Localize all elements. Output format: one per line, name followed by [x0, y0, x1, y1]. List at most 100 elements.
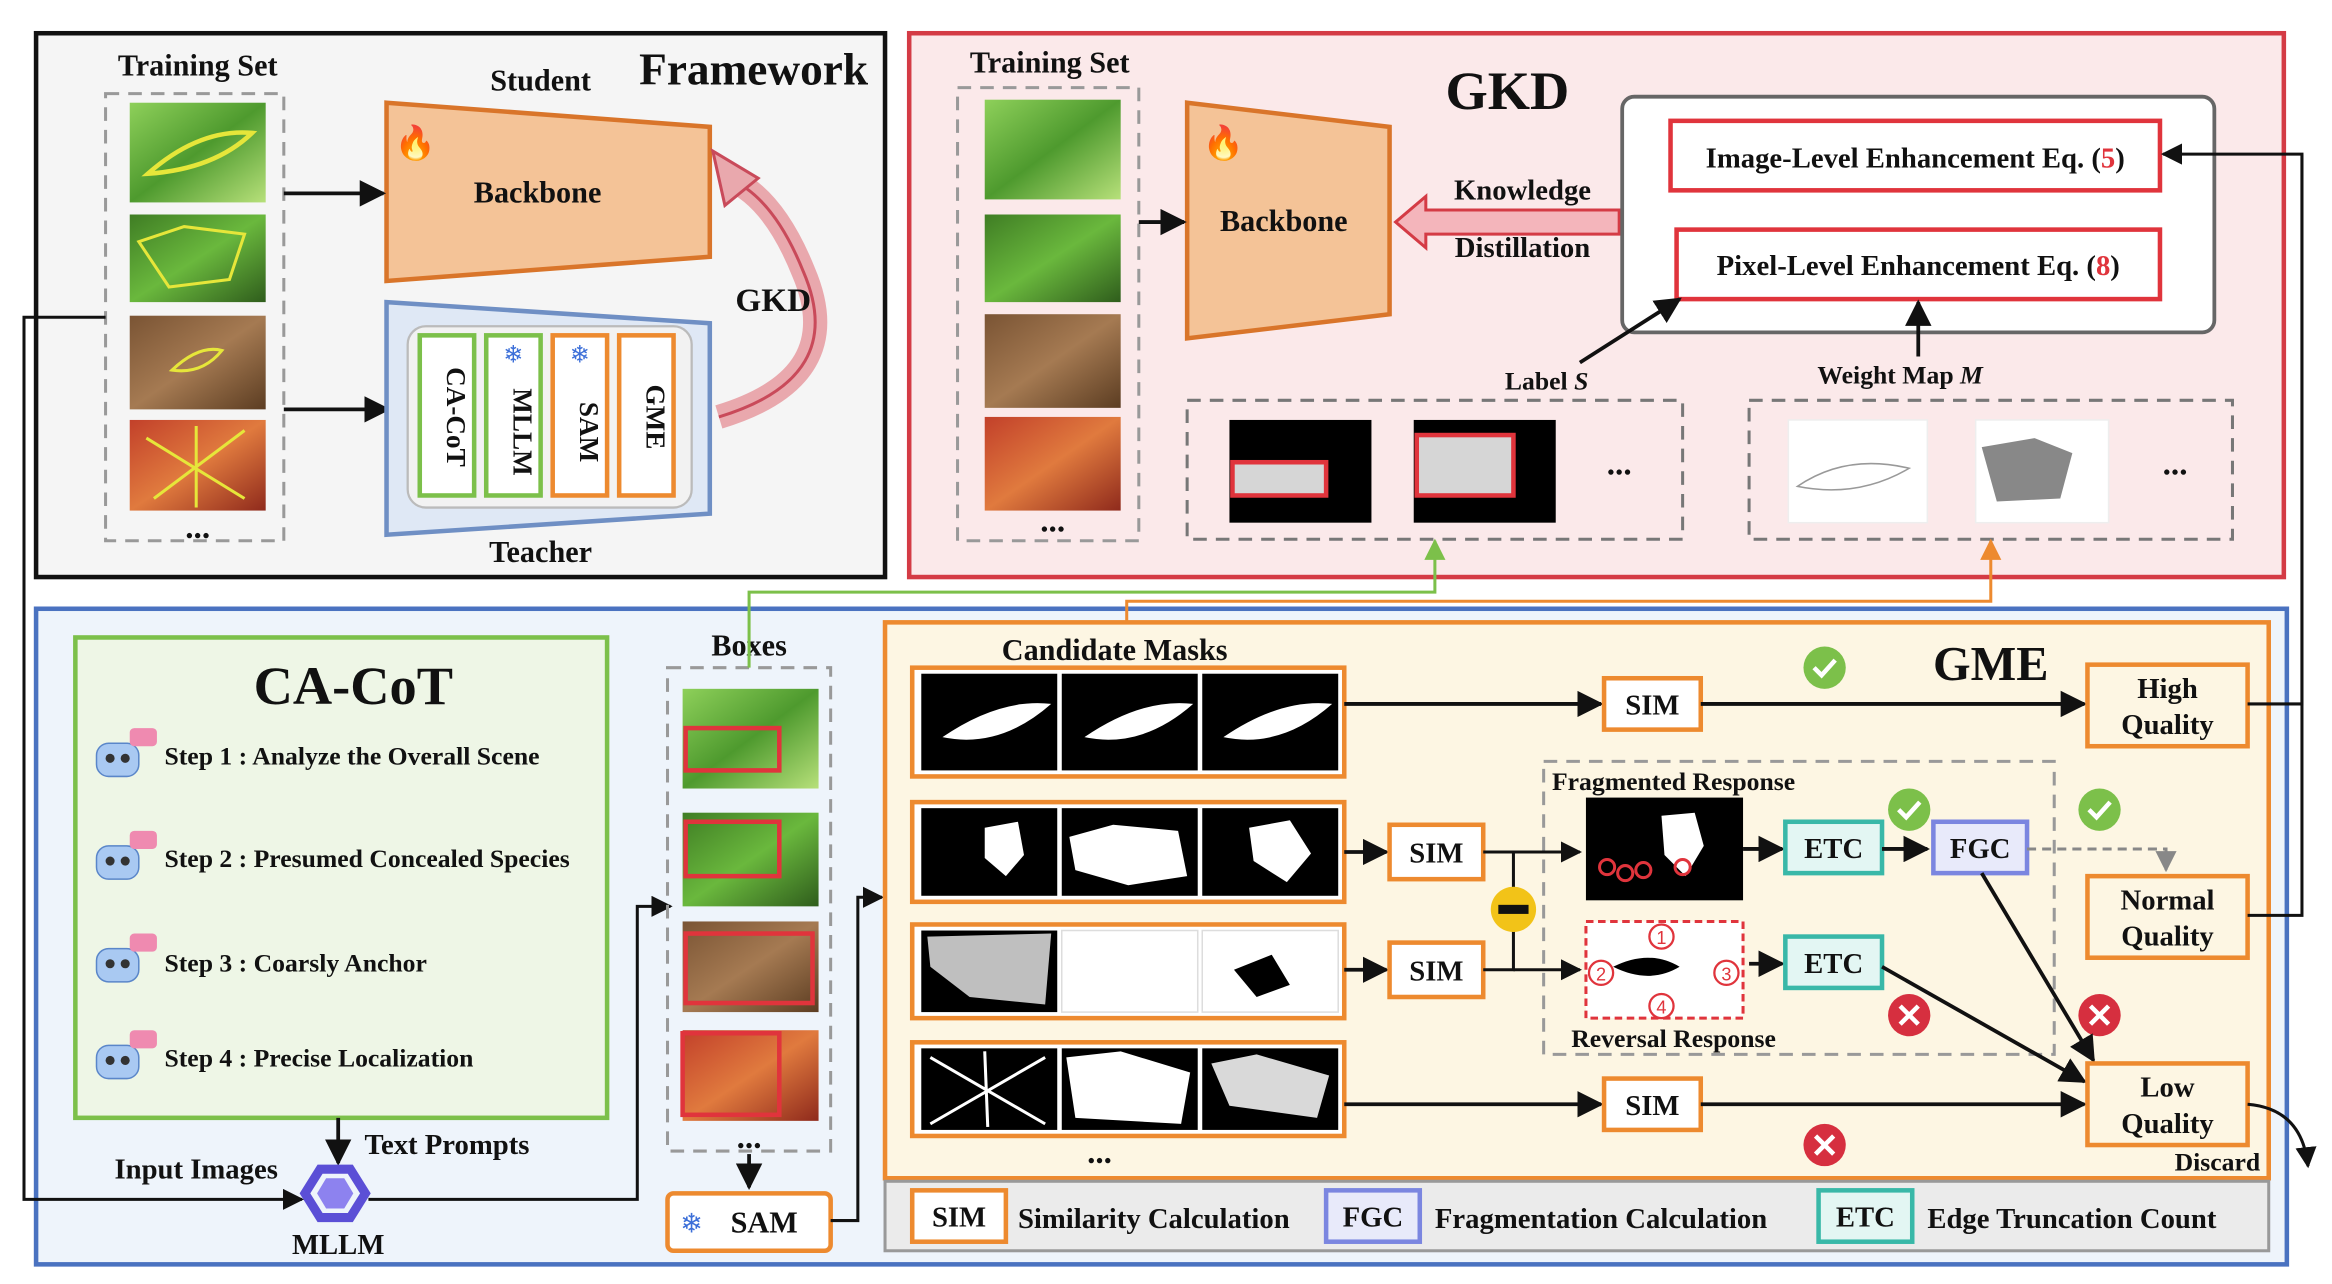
svg-text:Quality: Quality — [2121, 1108, 2214, 1140]
robot-icon — [95, 933, 157, 983]
svg-text:...: ... — [1087, 1134, 1112, 1171]
framework-panel: Framework Training Set ... Student 🔥 Bac… — [33, 30, 888, 580]
legend-etc-desc: Edge Truncation Count — [1927, 1203, 2217, 1235]
snowflake-icon: ❄ — [570, 342, 590, 369]
cacot-step-2: Step 2 : Presumed Concealed Species — [164, 844, 569, 873]
svg-text:Low: Low — [2140, 1072, 2194, 1104]
reversal-response-label: Reversal Response — [1571, 1024, 1776, 1053]
svg-text:Quality: Quality — [2121, 709, 2214, 741]
svg-text:High: High — [2137, 673, 2198, 705]
knowledge-distillation-arrow — [1393, 193, 1621, 252]
robot-icon — [95, 1030, 157, 1080]
candidate-masks-label: Candidate Masks — [1002, 633, 1228, 667]
svg-text:...: ... — [1607, 445, 1632, 482]
minus-icon — [1490, 886, 1537, 933]
svg-text:ETC: ETC — [1804, 833, 1863, 865]
mllm-logo-icon — [299, 1164, 371, 1223]
legend-fgc-swatch — [1323, 1188, 1423, 1244]
robot-icon — [95, 830, 157, 880]
legend-sim-swatch — [909, 1188, 1009, 1244]
image-eq-number: 5 — [2101, 143, 2115, 175]
image-enhancement-label: Image-Level Enhancement Eq. ( — [1706, 143, 2101, 175]
cacot-step-4: Step 4 : Precise Localization — [164, 1043, 473, 1072]
gkd-arrow-label: GKD — [735, 282, 811, 319]
check-icon — [1888, 788, 1931, 831]
framework-sample-leaves — [129, 315, 266, 410]
etc-box — [1783, 934, 1885, 991]
svg-text:2: 2 — [1596, 964, 1606, 984]
framework-title: Framework — [639, 45, 869, 95]
gkd-title: GKD — [1445, 61, 1569, 121]
pixel-level-enhancement — [1674, 227, 2163, 302]
cacot-step-3: Step 3 : Coarsly Anchor — [164, 948, 426, 977]
knowledge-label: Knowledge — [1454, 174, 1591, 206]
svg-text:3: 3 — [1721, 964, 1731, 984]
svg-text:SIM: SIM — [1409, 955, 1463, 987]
flame-icon: 🔥 — [1203, 123, 1244, 162]
gkd-training-set-label: Training Set — [970, 46, 1130, 80]
cacot-panel: CA-CoT Step 1 : Analyze the Overall Scen… — [73, 635, 610, 1121]
teacher-cacot-module — [417, 333, 477, 498]
fragmented-response-label: Fragmented Response — [1552, 767, 1795, 796]
flame-icon: 🔥 — [395, 123, 436, 162]
text-prompts-label: Text Prompts — [364, 1129, 529, 1161]
svg-text:ETC: ETC — [1836, 1202, 1895, 1234]
gkd-panel: GKD Training Set ... 🔥 Backbone Knowledg… — [906, 30, 2287, 580]
teacher-sam-module — [550, 333, 610, 498]
svg-text:SIM: SIM — [1625, 1090, 1679, 1122]
svg-text:FGC: FGC — [1343, 1202, 1404, 1234]
cross-icon — [1888, 993, 1931, 1037]
response-analysis-group — [1542, 759, 2056, 1056]
framework-ellipsis: ... — [185, 509, 210, 546]
framework-sample-grasshopper — [129, 102, 266, 203]
svg-text:4: 4 — [1656, 998, 1666, 1018]
teacher-label: Teacher — [489, 535, 592, 569]
legend-sim-desc: Similarity Calculation — [1018, 1203, 1290, 1235]
teacher-mllm-label: MLLM — [507, 388, 537, 476]
pixel-enhancement-label: Pixel-Level Enhancement Eq. ( — [1717, 250, 2096, 282]
teacher-mllm-module — [483, 333, 543, 498]
sim-box — [1387, 940, 1486, 1000]
svg-text:SIM: SIM — [1409, 838, 1463, 870]
input-images-label: Input Images — [114, 1153, 277, 1185]
teacher-gme-label: GME — [640, 384, 670, 449]
check-icon — [1803, 646, 1846, 689]
svg-text:SIM: SIM — [1625, 690, 1679, 722]
svg-text:ETC: ETC — [1804, 948, 1863, 980]
svg-text:Normal: Normal — [2121, 884, 2215, 916]
pixel-eq-number: 8 — [2096, 250, 2110, 282]
cross-icon — [2078, 993, 2121, 1037]
cacot-title: CA-CoT — [254, 656, 453, 716]
svg-text:SIM: SIM — [932, 1202, 986, 1234]
sam-label: SAM — [731, 1206, 798, 1240]
framework-training-set-label: Training Set — [118, 49, 278, 83]
student-backbone-label: Backbone — [474, 175, 602, 209]
teacher-sam-label: SAM — [574, 402, 604, 462]
cross-icon — [1803, 1123, 1846, 1167]
svg-text:...: ... — [2163, 445, 2188, 482]
high-quality-box — [2085, 662, 2250, 749]
svg-text:...: ... — [737, 1119, 762, 1156]
image-level-enhancement — [1668, 118, 2163, 193]
gme-title: GME — [1933, 638, 2048, 691]
discard-label: Discard — [2175, 1148, 2261, 1177]
normal-quality-box — [2085, 873, 2250, 960]
low-quality-box — [2085, 1061, 2250, 1148]
student-label: Student — [490, 64, 591, 98]
student-backbone — [384, 100, 713, 284]
snowflake-icon: ❄ — [680, 1209, 703, 1239]
label-s: Label S — [1505, 367, 1588, 396]
svg-text:Quality: Quality — [2121, 921, 2214, 953]
legend-fgc-desc: Fragmentation Calculation — [1435, 1203, 1767, 1235]
svg-text:...: ... — [1040, 503, 1065, 540]
legend: SIM Similarity Calculation FGC Fragmenta… — [883, 1179, 2271, 1253]
svg-text:Image-Level Enhancement Eq. (: Image-Level Enhancement Eq. (5) — [1706, 143, 2125, 175]
teacher-cacot-label: CA-CoT — [441, 367, 471, 467]
gkd-student-backbone — [1184, 100, 1392, 341]
check-icon — [2078, 788, 2121, 831]
svg-text:FGC: FGC — [1950, 833, 2011, 865]
mllm-label: MLLM — [292, 1229, 384, 1261]
teacher-gme-module — [616, 333, 676, 498]
robot-icon — [95, 728, 157, 778]
